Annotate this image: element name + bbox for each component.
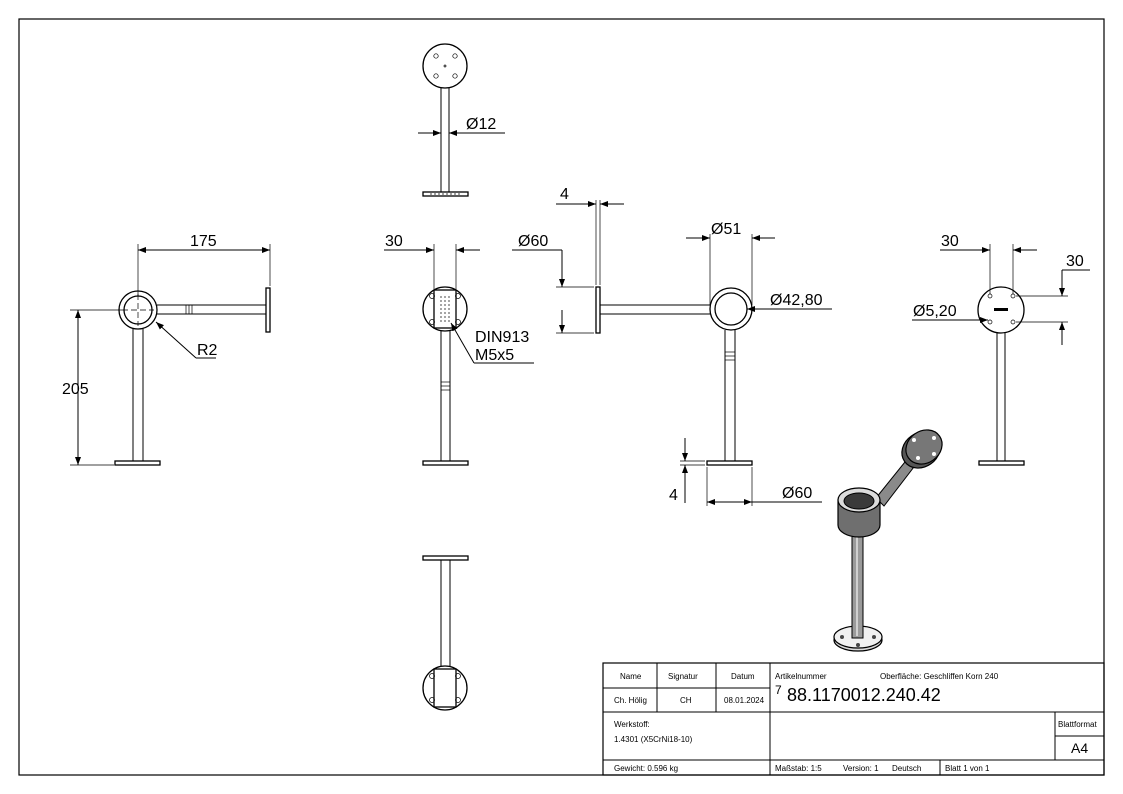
tb-format-label: Blattformat xyxy=(1058,720,1097,729)
dim-length-30-right-v: 30 xyxy=(1066,253,1084,270)
tb-version: Version: 1 xyxy=(843,764,879,773)
sheet-border xyxy=(18,18,1105,776)
title-block: Name Signatur Datum Ch. Hölig CH 08.01.2… xyxy=(602,662,1105,776)
tb-language: Deutsch xyxy=(892,764,921,773)
tb-signature-header: Signatur xyxy=(668,672,698,681)
tb-signature-value: CH xyxy=(680,696,692,705)
dim-diameter-51: Ø51 xyxy=(711,221,741,238)
dim-diameter-5-20: Ø5,20 xyxy=(913,303,957,320)
far-right-view: 30 30 Ø5,20 xyxy=(912,233,1090,466)
dim-thickness-4-top: 4 xyxy=(560,186,569,203)
tb-surface-label: Oberfläche: Geschliffen Korn 240 xyxy=(880,672,999,681)
dim-diameter-60-base: Ø60 xyxy=(782,485,812,502)
tb-sheet: Blatt 1 von 1 xyxy=(945,764,990,773)
dim-diameter-60-flange: Ø60 xyxy=(518,233,548,250)
tb-weight: Gewicht: 0.596 kg xyxy=(614,764,678,773)
tb-format-value: A4 xyxy=(1071,740,1088,756)
dim-length-30-right-h: 30 xyxy=(941,233,959,250)
dim-length-30-front: 30 xyxy=(385,233,403,250)
dim-length-175: 175 xyxy=(190,233,217,250)
callout-din913: DIN913 xyxy=(475,329,529,346)
bottom-view xyxy=(422,555,469,711)
left-view: 175 205 R2 xyxy=(62,233,271,466)
tb-article-label: Artikelnummer xyxy=(775,672,827,681)
tb-material-label: Werkstoff: xyxy=(614,720,650,729)
right-side-view: 4 Ø60 Ø51 Ø42,80 4 Ø60 xyxy=(512,186,832,506)
tb-article-number: 88.1170012.240.42 xyxy=(787,685,941,705)
tb-date-value: 08.01.2024 xyxy=(724,696,765,705)
dim-radius-r2: R2 xyxy=(197,342,218,359)
tb-name-header: Name xyxy=(620,672,642,681)
tb-material-value: 1.4301 (X5CrNi18-10) xyxy=(614,735,693,744)
callout-m5x5: M5x5 xyxy=(475,347,514,364)
isometric-view xyxy=(833,429,943,652)
top-view: Ø12 xyxy=(418,43,505,197)
tb-date-header: Datum xyxy=(731,672,755,681)
dim-diameter-42-80: Ø42,80 xyxy=(770,292,823,309)
dim-length-205: 205 xyxy=(62,381,89,398)
tb-scale: Maßstab: 1:5 xyxy=(775,764,822,773)
dim-thickness-4-bottom: 4 xyxy=(669,487,678,504)
tb-name-value: Ch. Hölig xyxy=(614,696,647,705)
tb-article-prefix: 7 xyxy=(775,683,782,697)
front-view: 30 DIN913 M5x5 xyxy=(384,233,534,466)
dim-diameter-12: Ø12 xyxy=(466,116,496,133)
